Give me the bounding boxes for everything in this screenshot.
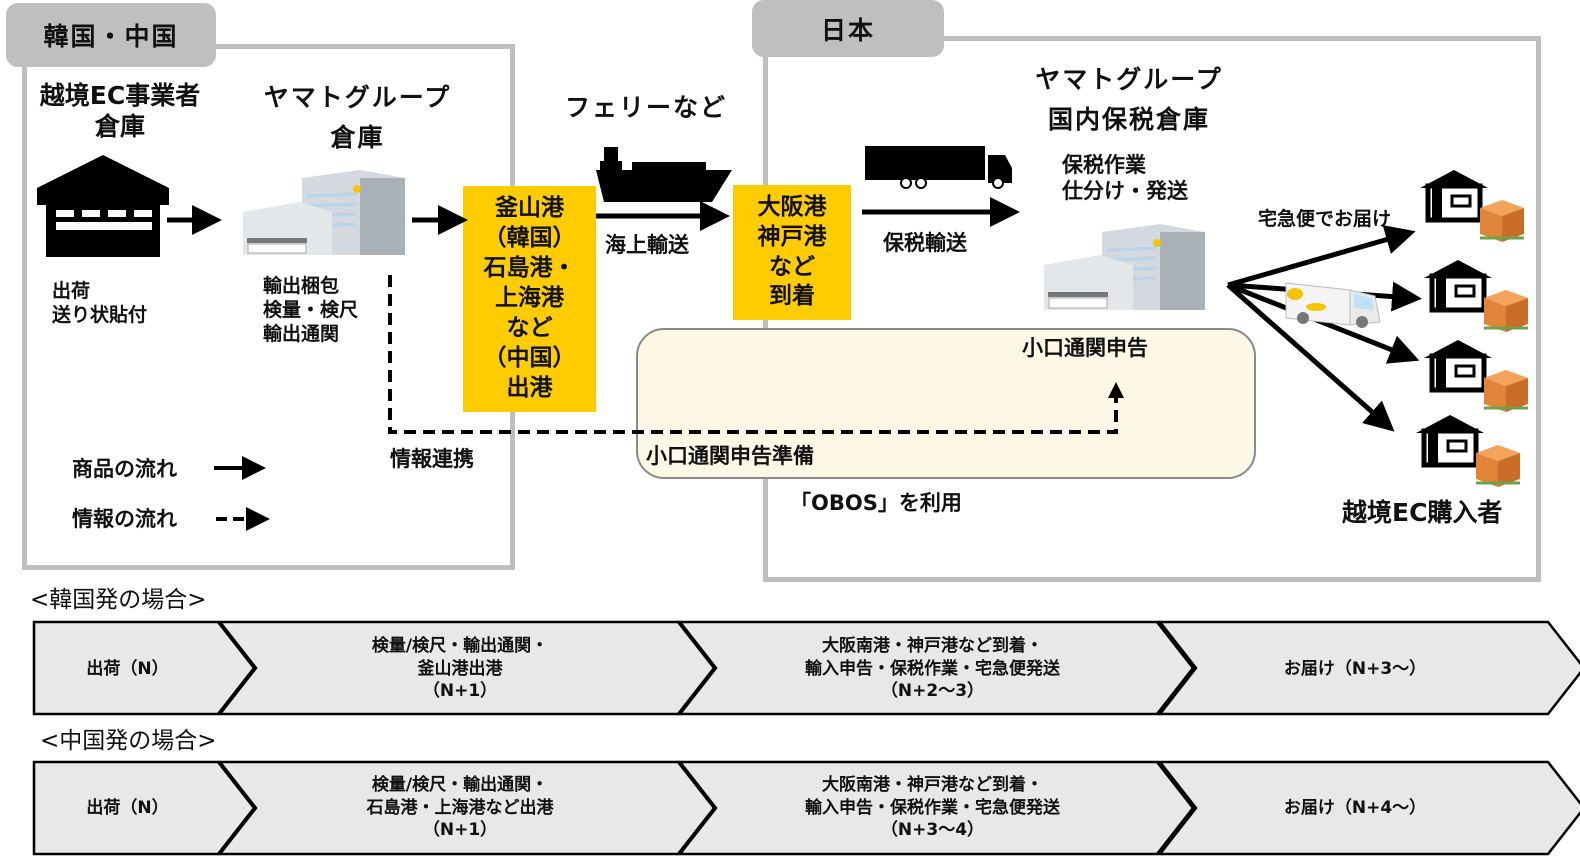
region-korea-china-tab: 韓国・中国 [6, 3, 216, 67]
ship-icon [596, 147, 732, 202]
house-icon [1416, 170, 1528, 487]
buyer-label: 越境EC購入者 [1342, 498, 1503, 527]
info-flow-line [388, 275, 1118, 434]
delivery-van-icon [1285, 282, 1381, 328]
timeline-korea-chevron-1 [32, 620, 256, 716]
customs-prep-label: 小口通関申告準備 [646, 444, 814, 468]
legend-goods-label: 商品の流れ [72, 457, 177, 481]
package-icon [1484, 290, 1528, 332]
obos-box [636, 328, 1256, 479]
sea-transport-label: 海上輸送 [605, 233, 689, 257]
timeline-china-step-2: 検量/検尺・輸出通関・ 石島港・上海港など出港 （N+1） [366, 774, 554, 841]
export-port-box: 釜山港 （韓国） 石島港・ 上海港 など （中国） 出港 [463, 186, 596, 412]
seller-warehouse-title: 越境EC事業者 倉庫 [39, 81, 201, 142]
obos-label: 「OBOS」を利用 [790, 491, 962, 515]
timeline-china-chevron-4 [1157, 760, 1580, 856]
yamato-warehouse-note: 輸出梱包 検量・検尺 輸出通関 [263, 275, 359, 345]
package-icon [1480, 200, 1524, 242]
timeline-china-step-1: 出荷（N） [86, 797, 169, 818]
yamato-warehouse-title: ヤマトグループ 倉庫 [263, 83, 452, 152]
truck-icon [865, 146, 1012, 189]
timeline-china-step-3: 大阪南港・神戸港など到着・ 輸入申告・保税作業・宅急便発送 （N+3〜4） [805, 774, 1060, 841]
customs-declare-label: 小口通関申告 [1022, 336, 1148, 360]
timeline-china-label: <中国発の場合> [40, 728, 217, 754]
timeline-shapes [32, 620, 1580, 856]
house-icon [1420, 170, 1488, 223]
timeline-china-chevron-2 [217, 760, 716, 856]
timeline-china-chevron-3 [677, 760, 1195, 856]
info-link-label: 情報連携 [390, 447, 474, 471]
region-japan-tab: 日本 [752, 0, 944, 57]
arrow-delivery-1 [1227, 225, 1416, 288]
delivery-label: 宅急便でお届け [1258, 208, 1392, 230]
seller-warehouse-note: 出荷 送り状貼付 [52, 280, 148, 326]
yamato-building-icon [243, 170, 405, 255]
warehouse-icon [37, 155, 169, 257]
timeline-korea-label: <韓国発の場合> [30, 587, 207, 613]
timeline-korea-step-1: 出荷（N） [86, 658, 169, 679]
timeline-korea-chevron-3 [677, 620, 1195, 716]
jp-warehouse-title: ヤマトグループ 国内保税倉庫 [1035, 65, 1223, 134]
yamato-building-icon [1044, 224, 1205, 310]
import-port-box: 大阪港 神戸港 など 到着 [733, 185, 851, 320]
ferry-label: フェリーなど [565, 93, 728, 122]
bonded-transport-label: 保税輸送 [883, 231, 967, 255]
timeline-china-step-4: お届け（N+4〜） [1283, 797, 1427, 818]
jp-warehouse-note: 保税作業 仕分け・発送 [1062, 153, 1188, 204]
package-icon [1476, 445, 1520, 487]
house-icon [1416, 415, 1484, 468]
house-icon [1424, 340, 1492, 393]
timeline-korea-chevron-4 [1157, 620, 1580, 716]
timeline-china-chevron-1 [32, 760, 256, 856]
package-icon [1484, 370, 1528, 412]
timeline-korea-step-3: 大阪南港・神戸港など到着・ 輸入申告・保税作業・宅急便発送 （N+2〜3） [805, 635, 1060, 702]
house-icon [1424, 260, 1492, 313]
arrow-delivery-4 [1226, 283, 1395, 432]
legend-info-label: 情報の流れ [72, 507, 177, 531]
timeline-korea-chevron-2 [217, 620, 716, 716]
timeline-korea-step-4: お届け（N+3〜） [1283, 658, 1427, 679]
timeline-korea-step-2: 検量/検尺・輸出通関・ 釜山港出港 （N+1） [371, 635, 549, 702]
